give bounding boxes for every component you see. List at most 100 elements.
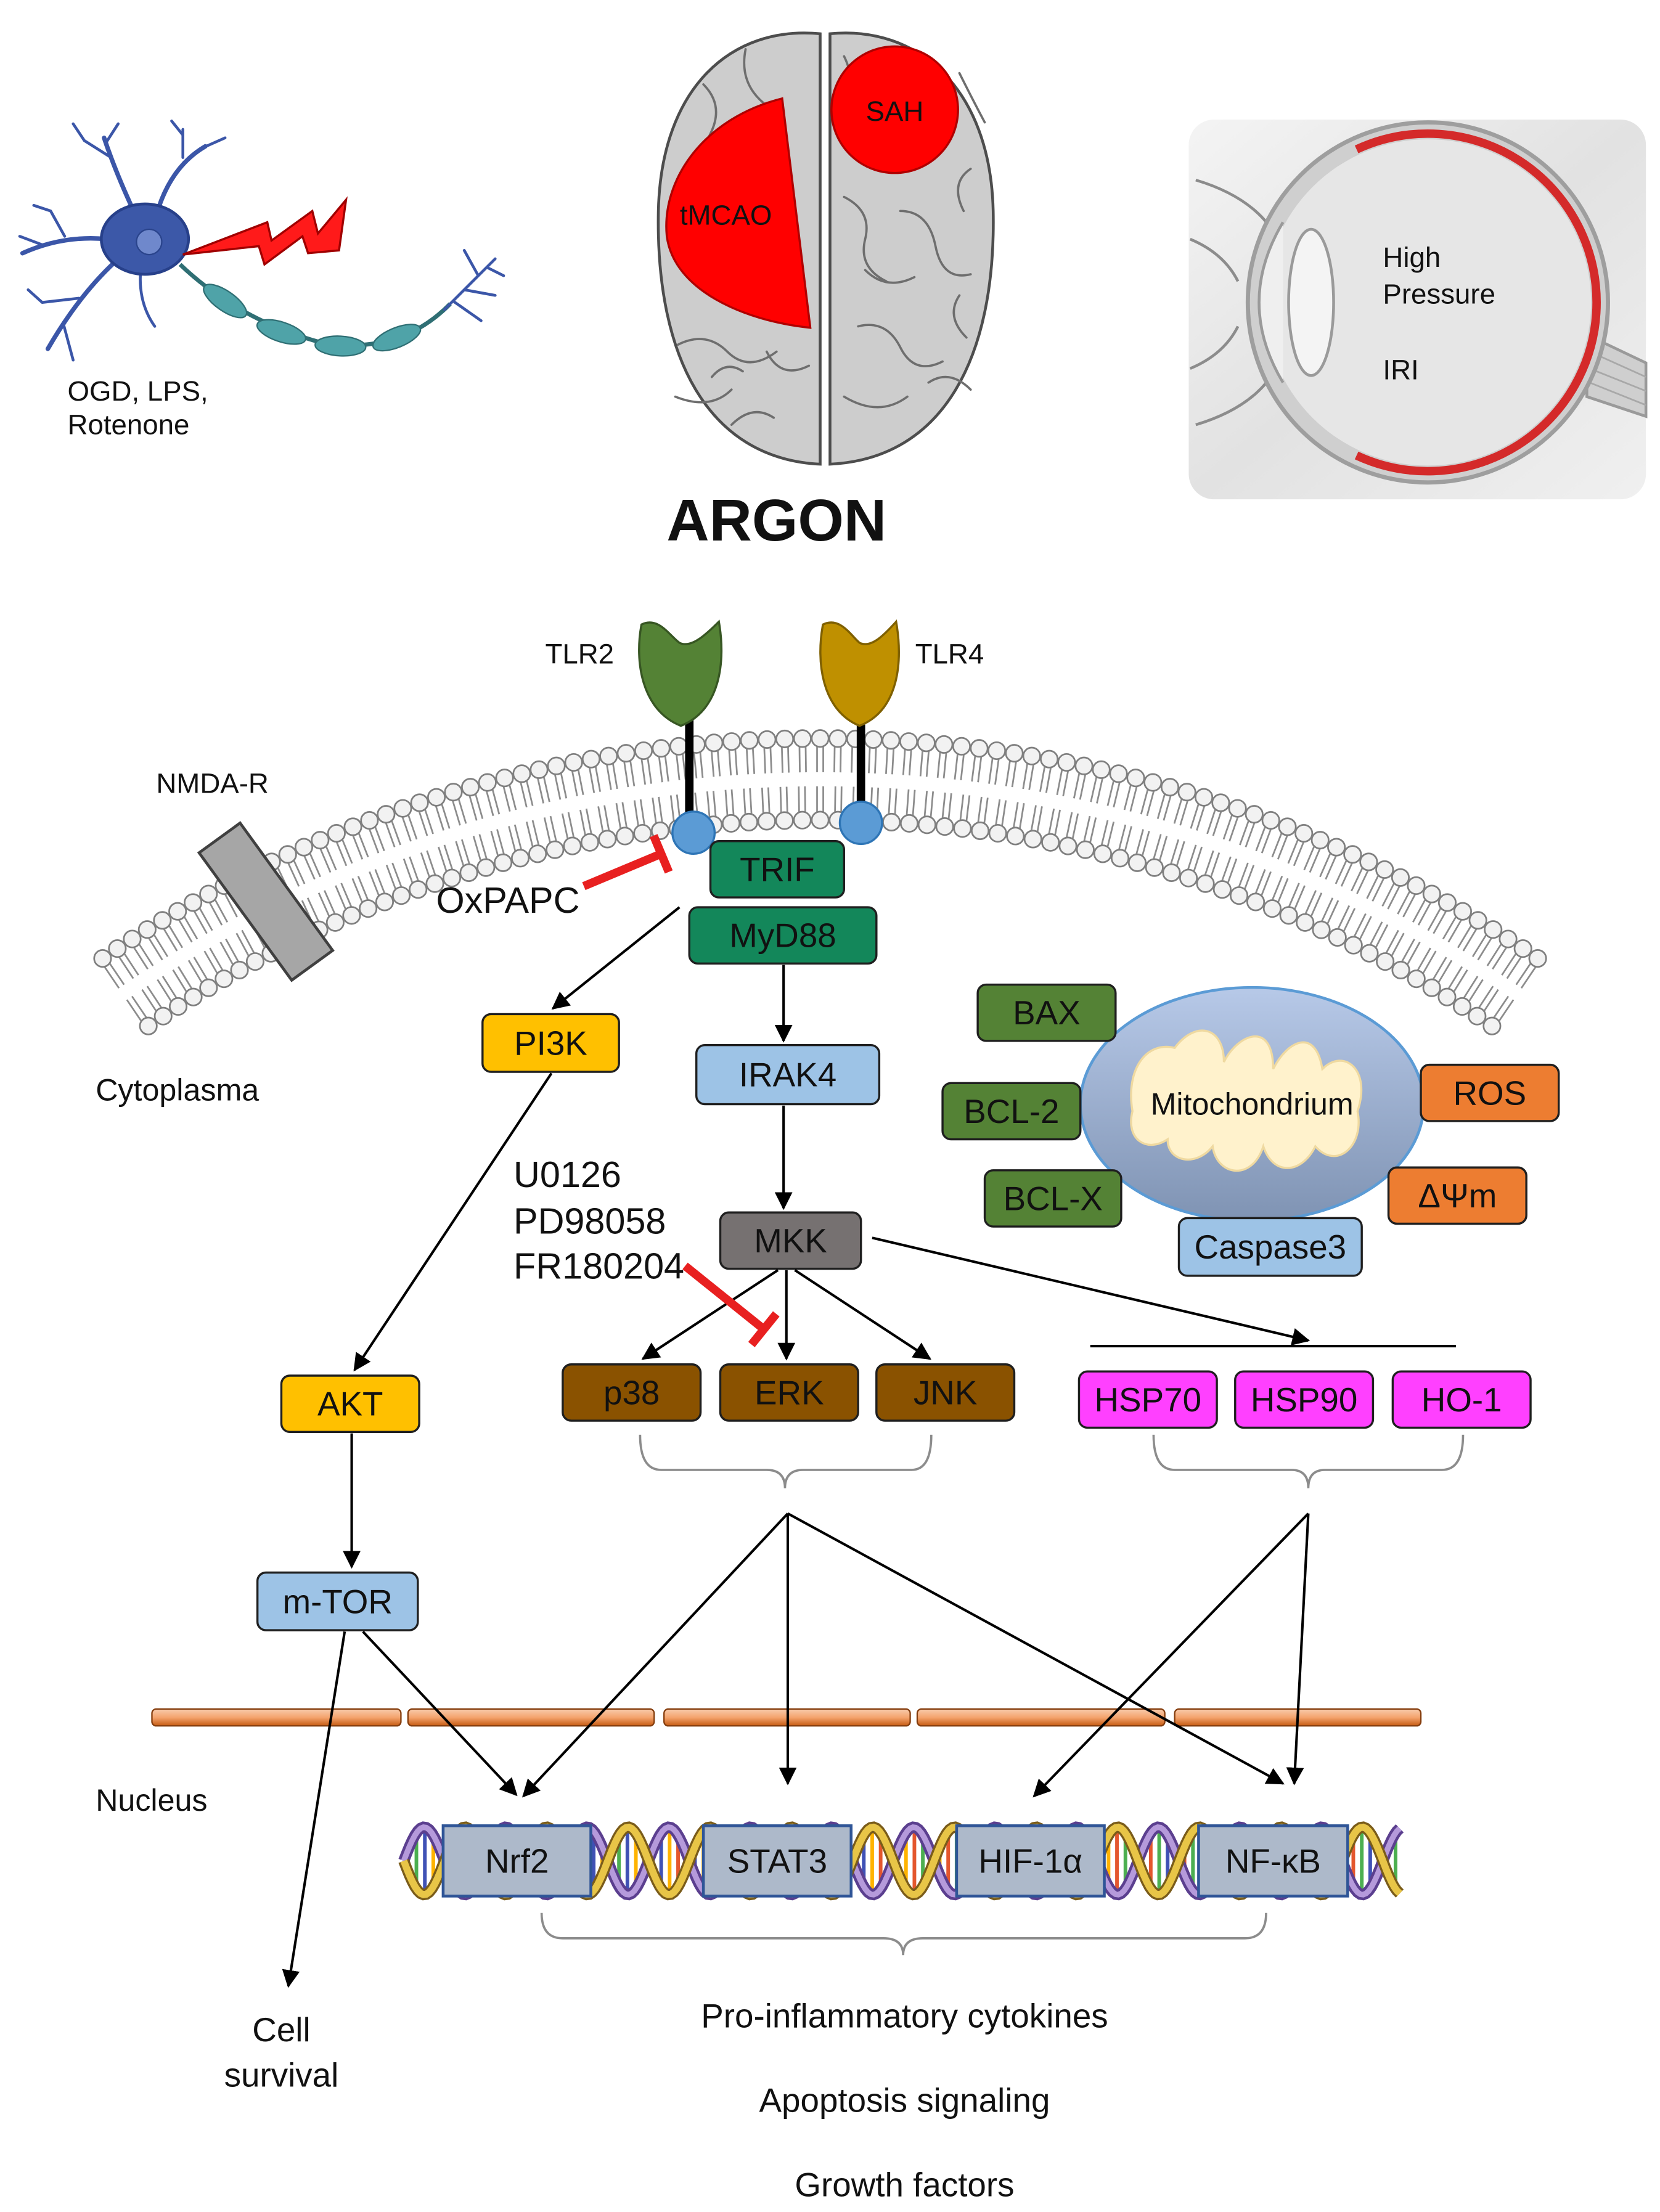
lipid-head	[970, 739, 989, 758]
lipid-tail	[1319, 852, 1332, 878]
lipid-tail	[1056, 768, 1063, 796]
lipid-tail	[560, 772, 568, 799]
lipid-head	[393, 799, 412, 818]
lipid-head	[546, 840, 565, 859]
lipid-head	[391, 886, 411, 905]
hsp70-node: HSP70	[1077, 1370, 1218, 1429]
hsp70-label: HSP70	[1095, 1381, 1202, 1419]
membrane-potential-box	[1387, 1166, 1527, 1225]
mtor-box	[256, 1571, 419, 1631]
lipid-head	[1074, 756, 1094, 775]
lipid-tail	[525, 821, 534, 848]
lipid-tail	[525, 779, 534, 806]
lipid-head	[1145, 858, 1164, 877]
lipid-tail	[1190, 802, 1200, 829]
mitochondrion: Mitochondrium	[1079, 986, 1425, 1223]
lipid-head	[425, 874, 444, 893]
lipid-tail	[1022, 762, 1029, 790]
lipid-head	[615, 826, 634, 846]
lipid-tail	[1477, 936, 1493, 961]
lipid-head	[137, 920, 157, 939]
lipid-head	[547, 756, 566, 775]
irak4-node: IRAK4	[695, 1043, 881, 1106]
jnk-node: JNK	[875, 1363, 1016, 1422]
lipid-tail	[1452, 969, 1468, 994]
tlr2-tir-domain	[671, 810, 716, 855]
tmcao-label: tMCAO	[680, 200, 772, 231]
jnk-box	[875, 1363, 1016, 1422]
lipid-tail	[213, 898, 229, 923]
lipid-tail	[1238, 862, 1249, 889]
lipid-head	[377, 805, 396, 824]
lipid-tail	[351, 834, 364, 860]
lipid-head	[1482, 1016, 1502, 1035]
lipid-head	[634, 741, 653, 761]
mtor-node: m-TOR	[256, 1571, 419, 1631]
lipid-tail	[193, 910, 208, 934]
nfkb-node: NF-κB	[1197, 1824, 1349, 1898]
lipid-head	[1360, 944, 1379, 963]
lipid-tail	[308, 852, 321, 878]
sah-label: SAH	[866, 96, 924, 127]
lipid-head	[495, 769, 514, 788]
p38-label: p38	[603, 1373, 660, 1411]
dendrite	[45, 259, 118, 351]
lipid-tail	[1433, 910, 1447, 934]
neuron-illustration	[18, 119, 505, 362]
lipid-tail	[888, 788, 891, 815]
lipid-tail	[1222, 814, 1233, 840]
lipid-tail	[1397, 890, 1411, 915]
lipid-tail	[141, 989, 158, 1013]
lipid-tail	[724, 790, 729, 817]
arrow-heat-shock-to-hif1a	[1032, 1512, 1309, 1798]
lipid-tail	[1000, 800, 1007, 827]
lipid-head	[444, 783, 463, 802]
lipid-tail	[208, 901, 223, 926]
lipid-tail	[508, 783, 517, 810]
lipid-tail	[235, 933, 250, 958]
arrow-mtor-to-cell-survival	[282, 1631, 346, 1988]
lipid-tail	[1416, 947, 1431, 972]
lipid-tail	[1432, 957, 1447, 981]
lipid-tail	[623, 761, 629, 788]
lipid-tail	[1421, 950, 1437, 975]
lipid-tail	[401, 815, 412, 842]
lipid-head	[478, 773, 497, 792]
lipid-tail	[567, 812, 575, 839]
lipid-tail	[1356, 869, 1370, 894]
lipid-tail	[874, 746, 877, 773]
lipid-tail	[198, 907, 213, 931]
lipid-tail	[1304, 890, 1317, 915]
outcome-apoptosis: Apoptosis signaling	[759, 2081, 1050, 2119]
lipid-tail	[385, 822, 396, 847]
lipid-tail	[1325, 854, 1338, 880]
lipid-tail	[193, 957, 209, 981]
lipid-head	[1468, 1006, 1487, 1026]
lipid-head	[1468, 911, 1487, 930]
lipid-head	[1005, 744, 1024, 763]
lipid-tail	[716, 749, 721, 777]
lipid-tail	[178, 918, 193, 943]
hsp90-box	[1234, 1370, 1375, 1429]
erk-node: ERK	[719, 1363, 859, 1422]
lipid-head	[278, 845, 297, 864]
lipid-tail	[1018, 803, 1025, 830]
lipid-head	[153, 1006, 173, 1026]
lipid-head	[199, 884, 218, 904]
lipid-head	[775, 811, 794, 830]
akt-box	[280, 1374, 420, 1433]
caspase3-box	[1177, 1217, 1363, 1277]
hsp90-node: HSP90	[1234, 1370, 1375, 1429]
lipid-tail	[936, 751, 941, 778]
lipid-tail	[652, 798, 657, 825]
lipid-head	[1513, 939, 1532, 958]
lipid-tail	[1497, 999, 1515, 1022]
lipid-tail	[478, 834, 488, 860]
lipid-head	[633, 823, 652, 843]
akt-node: AKT	[280, 1374, 420, 1433]
lipid-tail	[971, 754, 976, 782]
eyelid	[1189, 178, 1276, 426]
lipid-tail	[1369, 921, 1383, 946]
lipid-tail	[1113, 781, 1121, 808]
transcription-factor-bracket	[540, 1912, 1267, 1956]
